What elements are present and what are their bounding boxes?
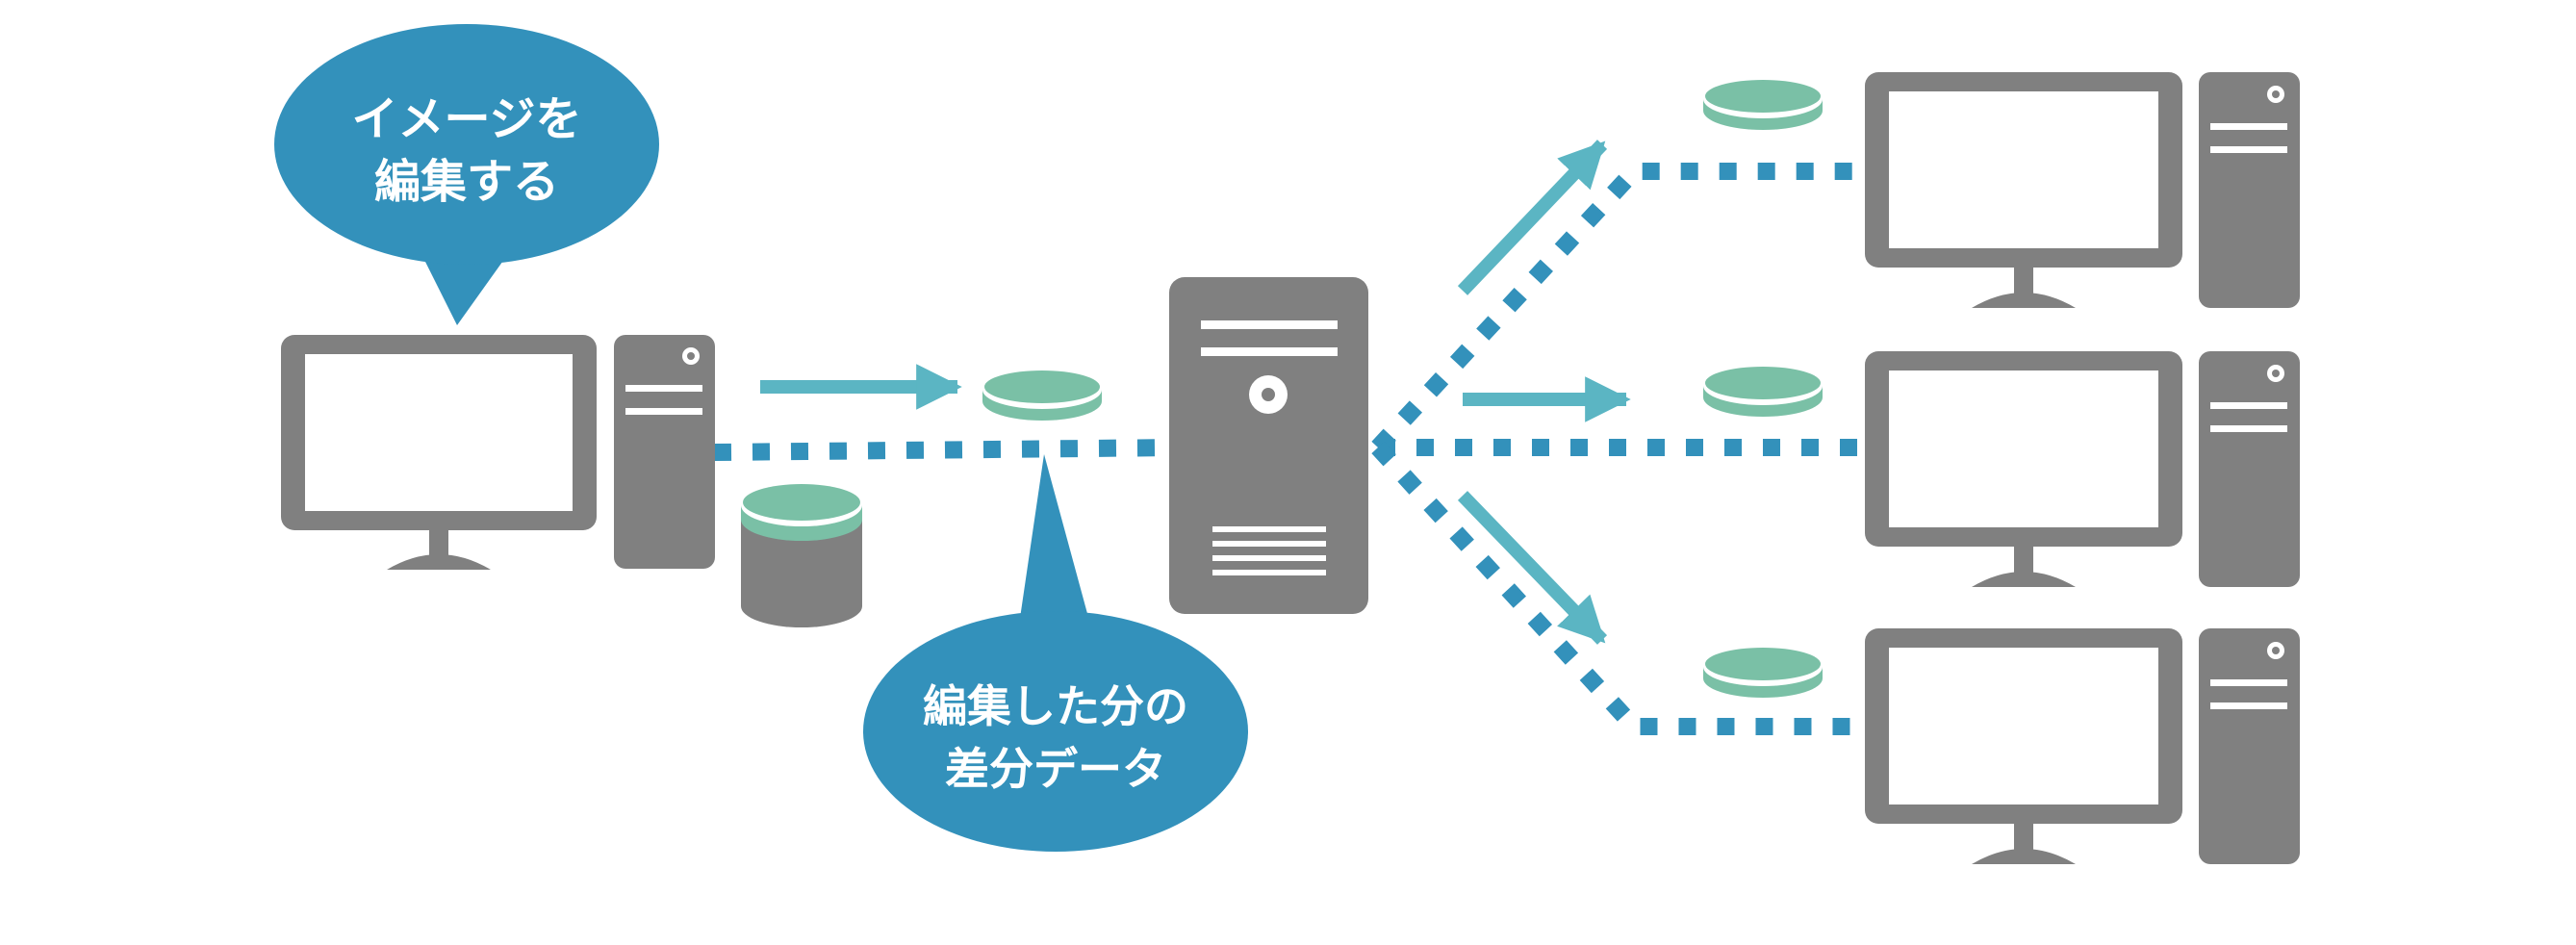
monitor-stand [1972, 849, 2076, 864]
server-power-button-dot [1262, 388, 1275, 401]
tower-body [2199, 628, 2300, 864]
arrow-to-client-bottom [1457, 491, 1608, 645]
power-button-dot [687, 352, 695, 360]
monitor-stand [1972, 572, 2076, 587]
database-cylinder-icon [741, 484, 862, 627]
tower-case-icon [2199, 72, 2300, 308]
drive-bay [2210, 702, 2287, 709]
server-vent [1212, 555, 1326, 561]
bubble-tail [423, 258, 505, 325]
speech-bubble-diff-data: 編集した分の 差分データ [863, 454, 1248, 852]
bubble-text-line1: イメージを [351, 92, 581, 146]
server-vent [1212, 570, 1326, 575]
monitor-screen [1889, 91, 2158, 248]
monitor-stand [1972, 293, 2076, 308]
power-button-dot [2272, 647, 2280, 654]
client-pc-middle [1865, 351, 2300, 587]
server-vent [1212, 526, 1326, 532]
server-drive-bay [1201, 320, 1338, 329]
power-button-dot [2272, 370, 2280, 377]
tower-body [2199, 351, 2300, 587]
drive-bay [2210, 146, 2287, 153]
tower-case-icon [2199, 628, 2300, 864]
monitor-stand [387, 554, 491, 570]
drive-bay [2210, 123, 2287, 130]
bubble-tail [1018, 454, 1092, 631]
client-pc-top [1865, 72, 2300, 308]
flow-line-server-to-client-bottom [1371, 441, 1857, 735]
tower-case-icon [614, 335, 715, 569]
bubble-body [863, 611, 1248, 852]
desktop-computer-icon [1865, 351, 2182, 587]
tower-body [614, 335, 715, 569]
drive-bay [2210, 402, 2287, 409]
teal-arrows [760, 140, 1631, 645]
tower-case-icon [2199, 351, 2300, 587]
bubble-text-line2: 差分データ [945, 743, 1166, 795]
server-drive-bay [1201, 347, 1338, 356]
client-pc-bottom [1865, 628, 2300, 864]
bubble-text-line1: 編集した分の [923, 680, 1188, 732]
diff-disk-icon [982, 370, 1102, 421]
desktop-computer-icon [281, 335, 597, 570]
monitor-screen [1889, 370, 2158, 527]
desktop-computer-icon [1865, 72, 2182, 308]
server-tower-icon [1169, 277, 1368, 614]
desktop-computer-icon [1865, 628, 2182, 864]
client-disk-icon-top [1703, 80, 1823, 130]
client-disk-icon-bottom [1703, 648, 1823, 698]
source-pc [281, 335, 715, 570]
cylinder-top-disk [743, 484, 860, 521]
monitor-screen [1889, 648, 2158, 805]
drive-bay [2210, 425, 2287, 432]
cylinder-bottom [741, 585, 862, 627]
monitor-screen [305, 354, 573, 511]
flow-line-source-to-server [713, 439, 1180, 461]
monitor-neck [2014, 268, 2033, 294]
flow-line-server-to-client-top [1371, 163, 1857, 454]
speech-bubble-edit-image: イメージを 編集する [274, 24, 659, 325]
arrow-to-client-top [1457, 140, 1608, 295]
drive-bay [625, 408, 702, 415]
server-vent [1212, 541, 1326, 547]
drive-bay [625, 385, 702, 392]
tower-body [2199, 72, 2300, 308]
bubble-text-line2: 編集する [374, 155, 559, 209]
bubble-body [274, 24, 659, 265]
monitor-neck [429, 530, 448, 557]
dotted-flow-lines [713, 163, 1867, 735]
client-disk-icon-middle [1703, 367, 1823, 417]
power-button-dot [2272, 90, 2280, 98]
monitor-neck [2014, 824, 2033, 851]
monitor-neck [2014, 547, 2033, 574]
drive-bay [2210, 679, 2287, 686]
